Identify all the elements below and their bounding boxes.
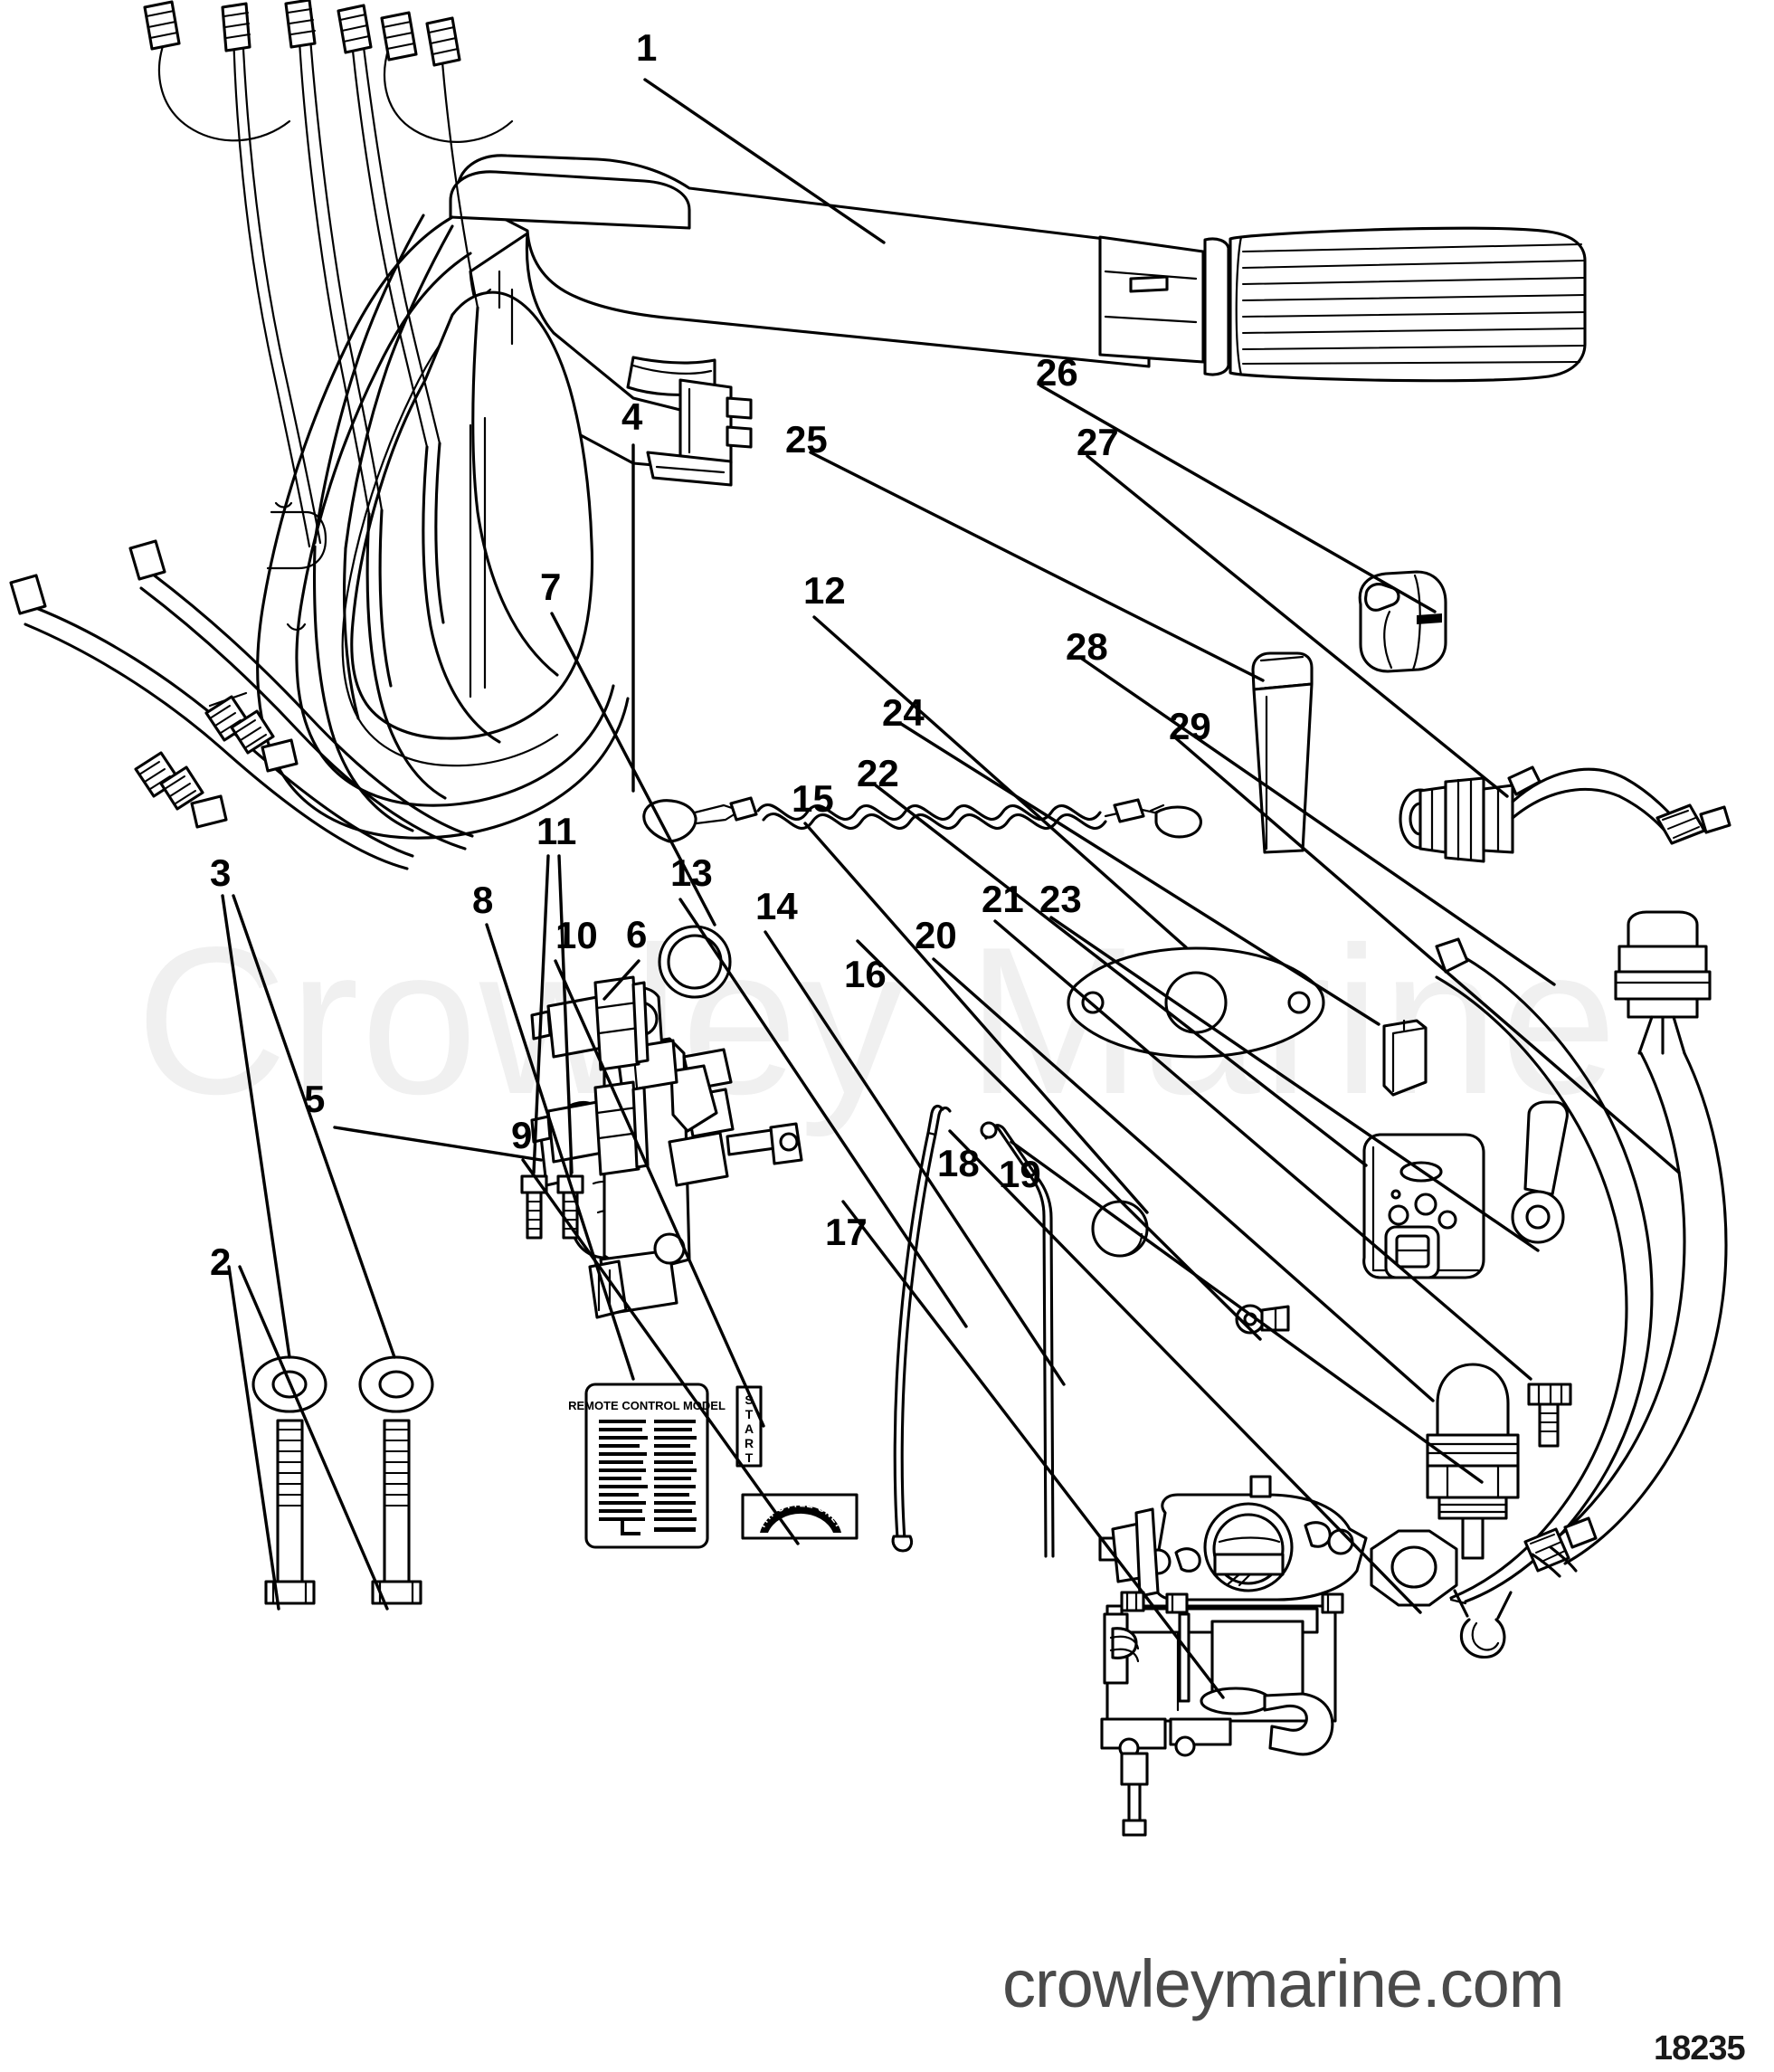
bolt [264,1419,422,1605]
decal-start-text-t1: T [745,1407,754,1421]
callout-10[interactable]: 10 [555,914,598,956]
callout-11[interactable]: 11 [536,810,577,852]
link-rod-long [891,1104,952,1553]
link-rod-short [980,1121,1055,1558]
callout-19[interactable]: 19 [999,1153,1041,1195]
plug-cap [1091,1200,1149,1258]
callout-18[interactable]: 18 [937,1142,980,1184]
cover-plate [1362,1133,1485,1279]
callout-4[interactable]: 4 [621,395,643,438]
site-url[interactable]: crowleymarine.com [1002,1946,1564,2021]
callout-2[interactable]: 2 [210,1240,232,1283]
callout-22[interactable]: 22 [857,752,899,794]
cable-end-fitting [1235,1304,1290,1335]
decal-start-text-a: A [745,1421,754,1436]
callout-23[interactable]: 23 [1039,878,1082,920]
callout-17[interactable]: 17 [825,1211,868,1253]
decal-start: S T A R T [735,1385,763,1468]
callout-26[interactable]: 26 [1036,351,1078,394]
callout-1[interactable]: 1 [636,26,658,69]
gasket [1067,946,1325,1059]
callout-20[interactable]: 20 [915,914,957,956]
carburetor [1098,1475,1368,1837]
callout-3[interactable]: 3 [210,851,232,894]
switch-assembly [530,975,650,1176]
grommet-tube [1251,651,1314,854]
decal-start-text-t2: T [745,1450,754,1465]
stop-switch-lead [1399,765,1731,863]
screw [520,1174,584,1240]
callout-12[interactable]: 12 [803,569,846,612]
callout-14[interactable]: 14 [755,885,798,927]
decal-remote-control-model: REMOTE CONTROL MODEL [568,1383,726,1549]
push-button-switch [1614,910,1712,1055]
callout-5[interactable]: 5 [304,1078,326,1120]
retainer-clamp [1358,570,1447,673]
callout-15[interactable]: 15 [792,777,834,820]
callout-28[interactable]: 28 [1066,625,1108,668]
callout-8[interactable]: 8 [472,879,494,921]
control-cables [9,539,474,870]
callout-16[interactable]: 16 [844,953,887,995]
decal-throttle-only: THROTTLE ONLY [741,1493,859,1540]
decal-remote-control-model-text: REMOTE CONTROL MODEL [568,1399,726,1412]
lanyard-stop-switch-cord [642,796,1202,843]
hose-clamp [1453,1589,1513,1659]
wiring-harness [143,0,559,832]
nut [1370,1529,1458,1607]
o-ring [658,925,732,999]
ground-strap [1511,1100,1569,1244]
primer-bulb [1426,1363,1520,1560]
callout-21[interactable]: 21 [982,878,1024,920]
clip-retainer [1382,1019,1428,1097]
callout-13[interactable]: 13 [670,851,713,894]
fuel-hose-wire-lead [1435,937,1728,1605]
callout-9[interactable]: 9 [511,1114,533,1156]
callout-6[interactable]: 6 [626,913,648,955]
callout-25[interactable]: 25 [785,418,828,461]
screw-small [1527,1383,1572,1448]
callout-29[interactable]: 29 [1169,705,1211,747]
tiller-handle-assembly [208,154,1587,840]
diagram-part-number: 18235 [1654,2029,1746,2067]
leader-lines [221,78,1681,1699]
callout-27[interactable]: 27 [1077,421,1119,463]
decal-start-text-r: R [745,1436,754,1450]
washer [251,1355,434,1413]
callout-24[interactable]: 24 [882,691,925,734]
decal-start-text-s: S [745,1392,753,1407]
callout-7[interactable]: 7 [540,566,562,608]
